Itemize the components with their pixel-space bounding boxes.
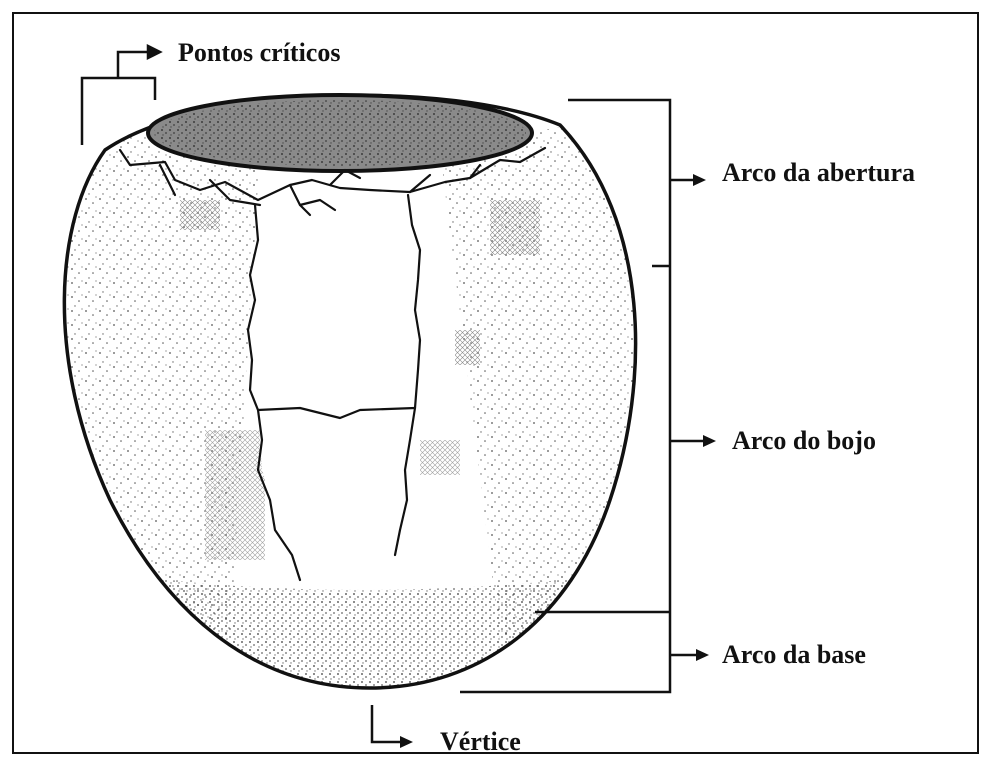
arrow-opening-arc [670,174,706,186]
label-belly-arc: Arco do bojo [732,426,876,455]
arrow-base-arc [670,649,709,661]
opening-texture [154,100,526,166]
label-critical-points: Pontos críticos [178,38,340,67]
arrow-apex [372,705,413,748]
label-opening-arc: Arco da abertura [722,158,915,187]
label-apex: Vértice [440,727,521,756]
arrow-belly-arc [670,435,716,447]
label-base-arc: Arco da base [722,640,866,669]
